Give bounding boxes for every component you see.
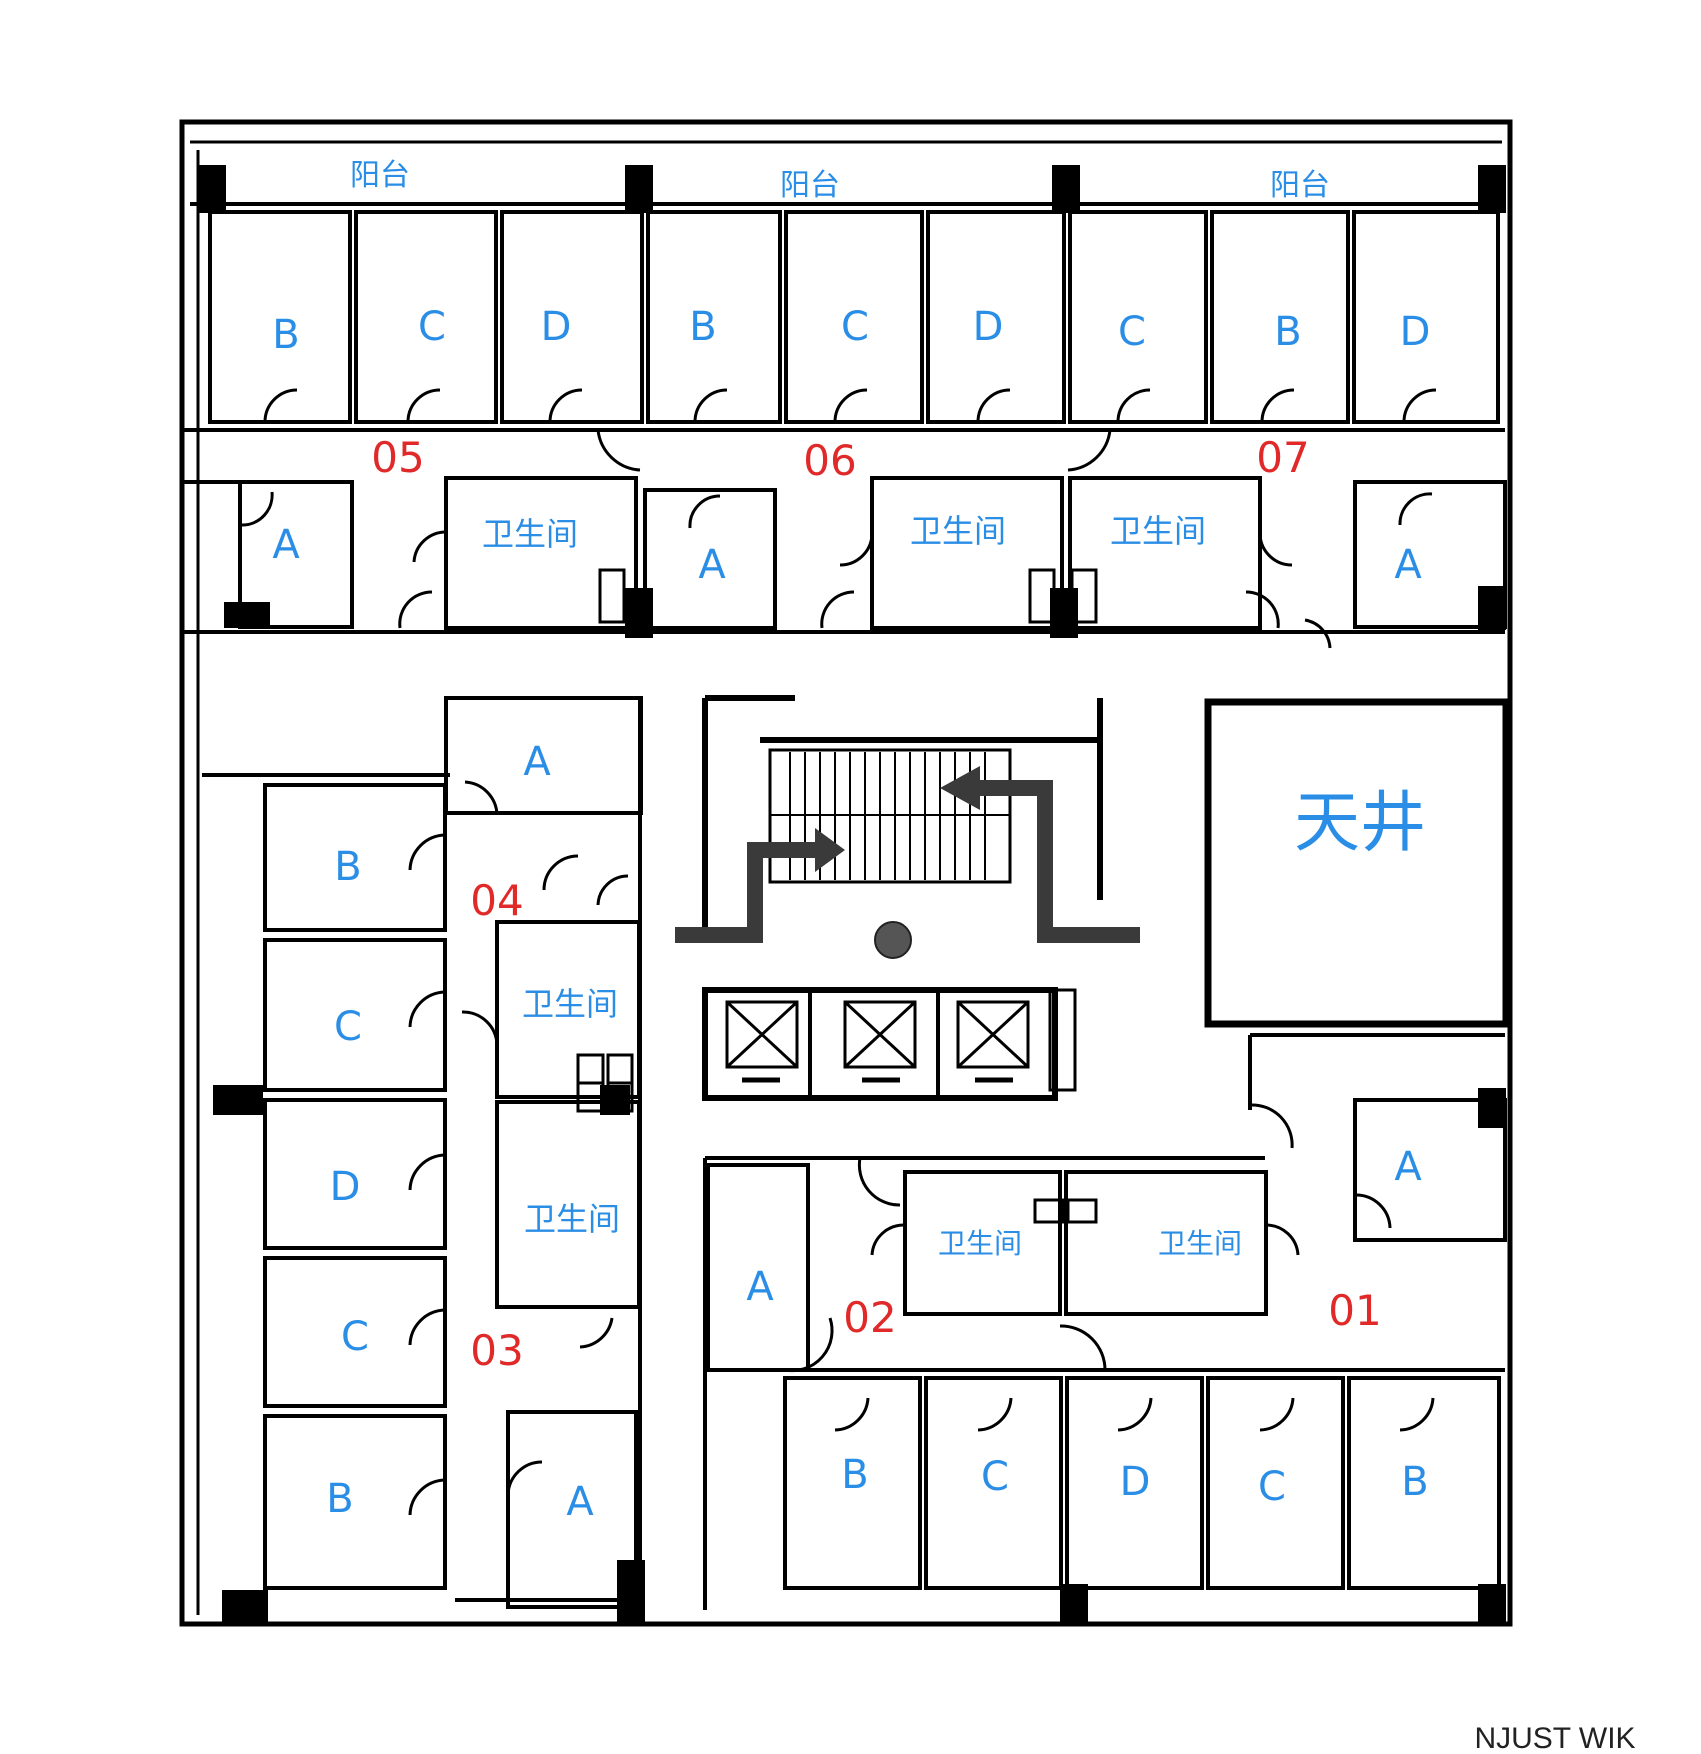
room-label: D — [1400, 309, 1431, 355]
room-label: A — [566, 1479, 594, 1525]
balcony-labels: 阳台 阳台 阳台 — [350, 158, 1330, 203]
toilet-label: 卫生间 — [1110, 512, 1206, 550]
room-label: B — [841, 1452, 868, 1498]
room-label: B — [334, 844, 361, 890]
toilet-label: 卫生间 — [910, 512, 1006, 550]
unit-number-02: 02 — [843, 1293, 896, 1342]
west-wing-rooms — [202, 696, 643, 1610]
unit-number-06: 06 — [803, 436, 856, 485]
south-room-letters: B C D C B — [841, 1452, 1428, 1510]
structural-columns — [198, 165, 1506, 1624]
watermark: NJUST WIK — [1474, 1722, 1635, 1754]
room-label: B — [326, 1476, 353, 1522]
stair-arrowheads — [815, 766, 980, 872]
room-label: B — [689, 304, 716, 350]
courtyard-label: 天井 — [1294, 784, 1426, 861]
room-label: C — [1118, 309, 1146, 355]
room-label: A — [1394, 1144, 1422, 1190]
stair-arrows — [675, 780, 1140, 943]
north-middle-doors — [241, 491, 1433, 629]
toilet-label: 卫生间 — [524, 1200, 620, 1238]
room-label: B — [1274, 309, 1301, 355]
balcony-label-2: 阳台 — [780, 168, 840, 203]
room-label: D — [1120, 1459, 1151, 1505]
a-room-letters: A A A A A A A — [272, 522, 1422, 1525]
room-label: C — [418, 304, 446, 350]
unit-number-05: 05 — [371, 433, 424, 482]
unit-number-07: 07 — [1256, 433, 1309, 482]
toilet-label: 卫生间 — [482, 515, 578, 553]
outer-walls — [179, 119, 1513, 1627]
elevators — [725, 1000, 1030, 1083]
balcony-label-1: 阳台 — [350, 158, 410, 193]
unit-number-03: 03 — [470, 1326, 523, 1375]
room-label: C — [1258, 1464, 1286, 1510]
toilet-label: 卫生间 — [938, 1227, 1022, 1260]
room-label: A — [698, 542, 726, 588]
stair-core — [702, 695, 1103, 1101]
west-wing-doors — [408, 780, 629, 1516]
west-room-letters: B C D C B — [326, 844, 369, 1522]
room-label: B — [272, 312, 299, 358]
stair-marker — [874, 921, 912, 959]
balcony-label-3: 阳台 — [1270, 168, 1330, 203]
room-label: C — [341, 1314, 369, 1360]
unit-numbers: 01 02 03 04 05 06 07 — [371, 433, 1381, 1375]
room-label: D — [541, 304, 572, 350]
room-label: B — [1401, 1459, 1428, 1505]
north-middle-rooms — [182, 476, 1507, 634]
room-label: D — [973, 304, 1004, 350]
courtyard — [1204, 698, 1510, 1028]
room-label: C — [981, 1454, 1009, 1500]
room-label: D — [330, 1164, 361, 1210]
north-doors — [263, 388, 1437, 472]
unit-number-01: 01 — [1328, 1286, 1381, 1335]
room-label: C — [841, 304, 869, 350]
toilet-labels: 卫生间 卫生间 卫生间 卫生间 卫生间 卫生间 卫生间 — [482, 512, 1242, 1260]
north-rooms — [182, 210, 1505, 432]
room-label: A — [1394, 542, 1422, 588]
toilet-label: 卫生间 — [522, 985, 618, 1023]
toilet-label: 卫生间 — [1158, 1227, 1242, 1260]
north-room-letters: B C D B C D C B D — [272, 304, 1430, 358]
room-label: A — [523, 739, 551, 785]
south-east-doors — [784, 618, 1435, 1432]
room-label: A — [272, 522, 300, 568]
room-label: A — [746, 1264, 774, 1310]
unit-number-04: 04 — [470, 876, 523, 925]
room-label: C — [334, 1004, 362, 1050]
